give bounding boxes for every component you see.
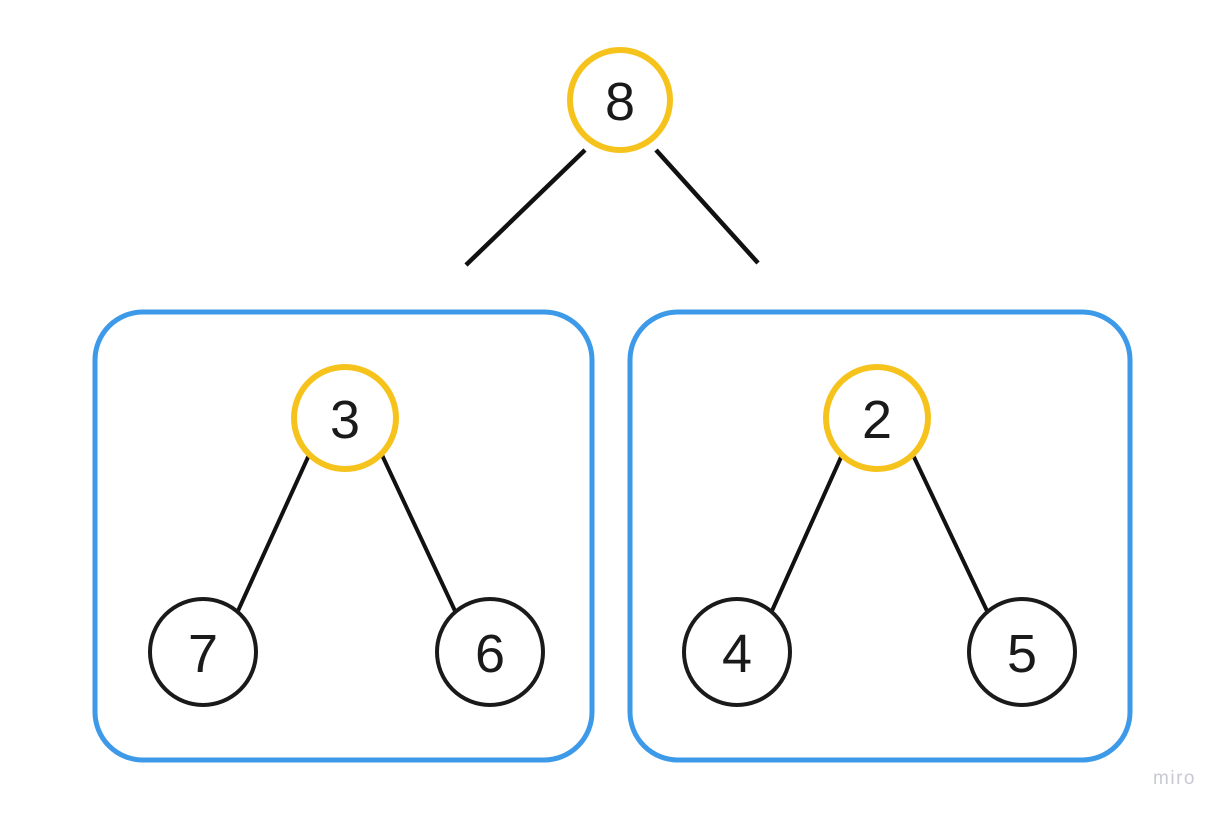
node-7-label: 7 <box>188 624 218 684</box>
node-2[interactable]: 2 <box>823 364 931 472</box>
edge-root-to-right-group <box>654 148 760 265</box>
node-4[interactable]: 4 <box>682 597 792 707</box>
node-5[interactable]: 5 <box>967 597 1077 707</box>
edge-root-to-left-group <box>464 148 587 267</box>
node-6[interactable]: 6 <box>435 597 545 707</box>
node-8[interactable]: 8 <box>567 47 673 153</box>
node-4-circle[interactable] <box>682 597 792 707</box>
node-3[interactable]: 3 <box>291 364 399 472</box>
miro-watermark: miro <box>1153 768 1196 789</box>
tree-nodes: 8 3 7 6 2 4 <box>148 47 1077 707</box>
group-box-right[interactable] <box>627 309 1133 763</box>
node-4-label: 4 <box>722 624 752 684</box>
node-8-label: 8 <box>605 72 635 132</box>
node-2-circle[interactable] <box>823 364 931 472</box>
node-2-label: 2 <box>862 390 892 450</box>
node-5-circle[interactable] <box>967 597 1077 707</box>
node-5-label: 5 <box>1007 624 1037 684</box>
edge-2-to-4 <box>769 454 844 614</box>
group-boxes <box>92 309 1133 763</box>
node-7[interactable]: 7 <box>148 597 258 707</box>
node-6-label: 6 <box>475 624 505 684</box>
edge-2-to-5 <box>911 454 990 614</box>
edge-3-to-6 <box>380 454 458 614</box>
node-3-circle[interactable] <box>291 364 399 472</box>
node-6-circle[interactable] <box>435 597 545 707</box>
node-8-circle[interactable] <box>567 47 673 153</box>
edge-3-to-7 <box>235 454 311 614</box>
tree-edges <box>235 148 990 614</box>
node-3-label: 3 <box>330 390 360 450</box>
group-box-left[interactable] <box>92 309 595 763</box>
node-7-circle[interactable] <box>148 597 258 707</box>
